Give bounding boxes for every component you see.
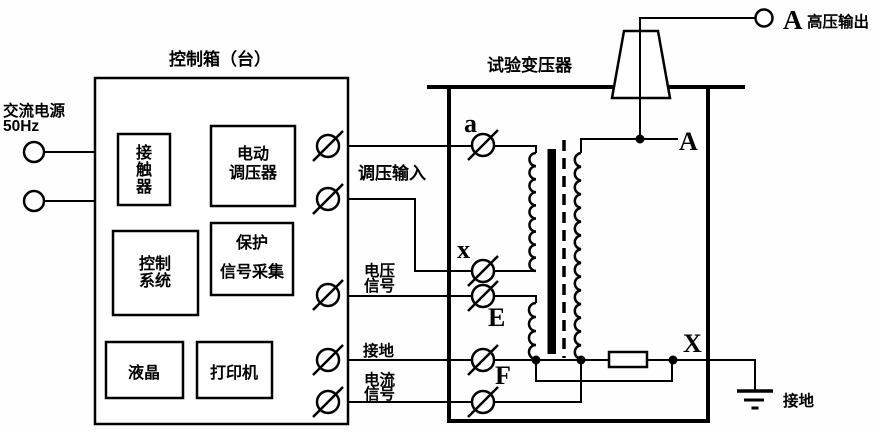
transformer-internals bbox=[527, 140, 649, 369]
primary-winding bbox=[528, 151, 537, 273]
wire-secondary-top bbox=[580, 138, 678, 153]
earth-symbol bbox=[737, 389, 773, 410]
transformer-tank bbox=[427, 85, 745, 423]
control-system-label-2: 系统 bbox=[139, 271, 171, 290]
bushing-regulation-2 bbox=[312, 183, 344, 215]
regulator-label-2: 调压器 bbox=[229, 164, 278, 182]
current-signal-label-1: 电流 bbox=[364, 370, 396, 389]
junction-dot-F bbox=[531, 355, 541, 365]
bushing-terminal-a bbox=[467, 129, 499, 161]
ground-wire-label: 接地 bbox=[363, 341, 395, 360]
ac-source-label-line1: 交流电源 bbox=[3, 101, 66, 120]
bushing-terminal-current bbox=[467, 386, 499, 418]
junction-dot-secondary bbox=[576, 355, 586, 365]
terminal-x-label: x bbox=[457, 235, 470, 264]
core-bar bbox=[547, 149, 556, 354]
bushing-terminal-F bbox=[467, 344, 499, 376]
hv-output-terminal bbox=[754, 8, 774, 28]
ac-terminal-1 bbox=[22, 140, 46, 164]
contactor-label-3: 器 bbox=[135, 178, 153, 196]
regulation-input-label: 调压输入 bbox=[358, 163, 426, 183]
secondary-winding bbox=[573, 151, 582, 361]
bushing-symbols bbox=[312, 129, 499, 418]
control-system-label-1: 控制 bbox=[139, 254, 171, 273]
voltage-signal-label-2: 信号 bbox=[364, 276, 395, 295]
terminal-F-label: F bbox=[495, 361, 511, 390]
terminal-X-hv-label: X bbox=[683, 329, 702, 358]
resistor bbox=[607, 350, 649, 369]
junction-dot-X bbox=[668, 355, 678, 365]
control-box-title: 控制箱（台） bbox=[169, 49, 271, 69]
ac-terminal-2 bbox=[22, 189, 46, 213]
terminal-A-internal-label: A bbox=[679, 127, 698, 156]
contactor-box bbox=[116, 132, 172, 207]
wire-voltage-signal bbox=[328, 295, 537, 303]
ac-source-label-line2: 50Hz bbox=[3, 118, 39, 135]
transformer-title: 试验变压器 bbox=[487, 55, 573, 75]
regulator-label-1: 电动 bbox=[237, 144, 269, 163]
wire-bypass-loop bbox=[535, 360, 673, 382]
printer-box bbox=[195, 340, 274, 400]
junction-dot-A bbox=[635, 134, 645, 144]
printer-label: 打印机 bbox=[210, 363, 258, 382]
hv-output-label: 高压输出 bbox=[807, 12, 869, 31]
instrument-winding bbox=[527, 301, 537, 361]
regulator-box bbox=[209, 124, 297, 208]
bushing-current-signal bbox=[312, 386, 344, 418]
contactor-label-2: 触 bbox=[135, 160, 152, 179]
earth-label: 接地 bbox=[783, 391, 815, 410]
bushing-regulation-1 bbox=[312, 130, 344, 162]
control-system-box bbox=[111, 229, 200, 317]
wire-regulation-1 bbox=[295, 145, 537, 153]
bushing-voltage-signal bbox=[312, 279, 344, 311]
current-signal-label-2: 信号 bbox=[364, 384, 395, 403]
bushing-ground-wire bbox=[312, 344, 344, 376]
protection-label-2: 信号采集 bbox=[220, 262, 285, 281]
lcd-box bbox=[104, 340, 185, 400]
wire-ground-right bbox=[647, 359, 756, 391]
terminal-E-label: E bbox=[488, 303, 505, 332]
protection-box bbox=[209, 221, 295, 297]
contactor-label-1: 接 bbox=[136, 143, 152, 162]
terminal-a-label: a bbox=[464, 109, 477, 138]
bushing-terminal-E bbox=[467, 280, 499, 312]
wire-current-signal bbox=[328, 360, 582, 403]
hv-output-terminal-label: A bbox=[783, 5, 803, 35]
protection-label-1: 保护 bbox=[235, 233, 268, 252]
bushing-terminal-x bbox=[467, 255, 499, 287]
voltage-signal-label-1: 电压 bbox=[364, 261, 396, 280]
lcd-label: 液晶 bbox=[128, 363, 160, 382]
